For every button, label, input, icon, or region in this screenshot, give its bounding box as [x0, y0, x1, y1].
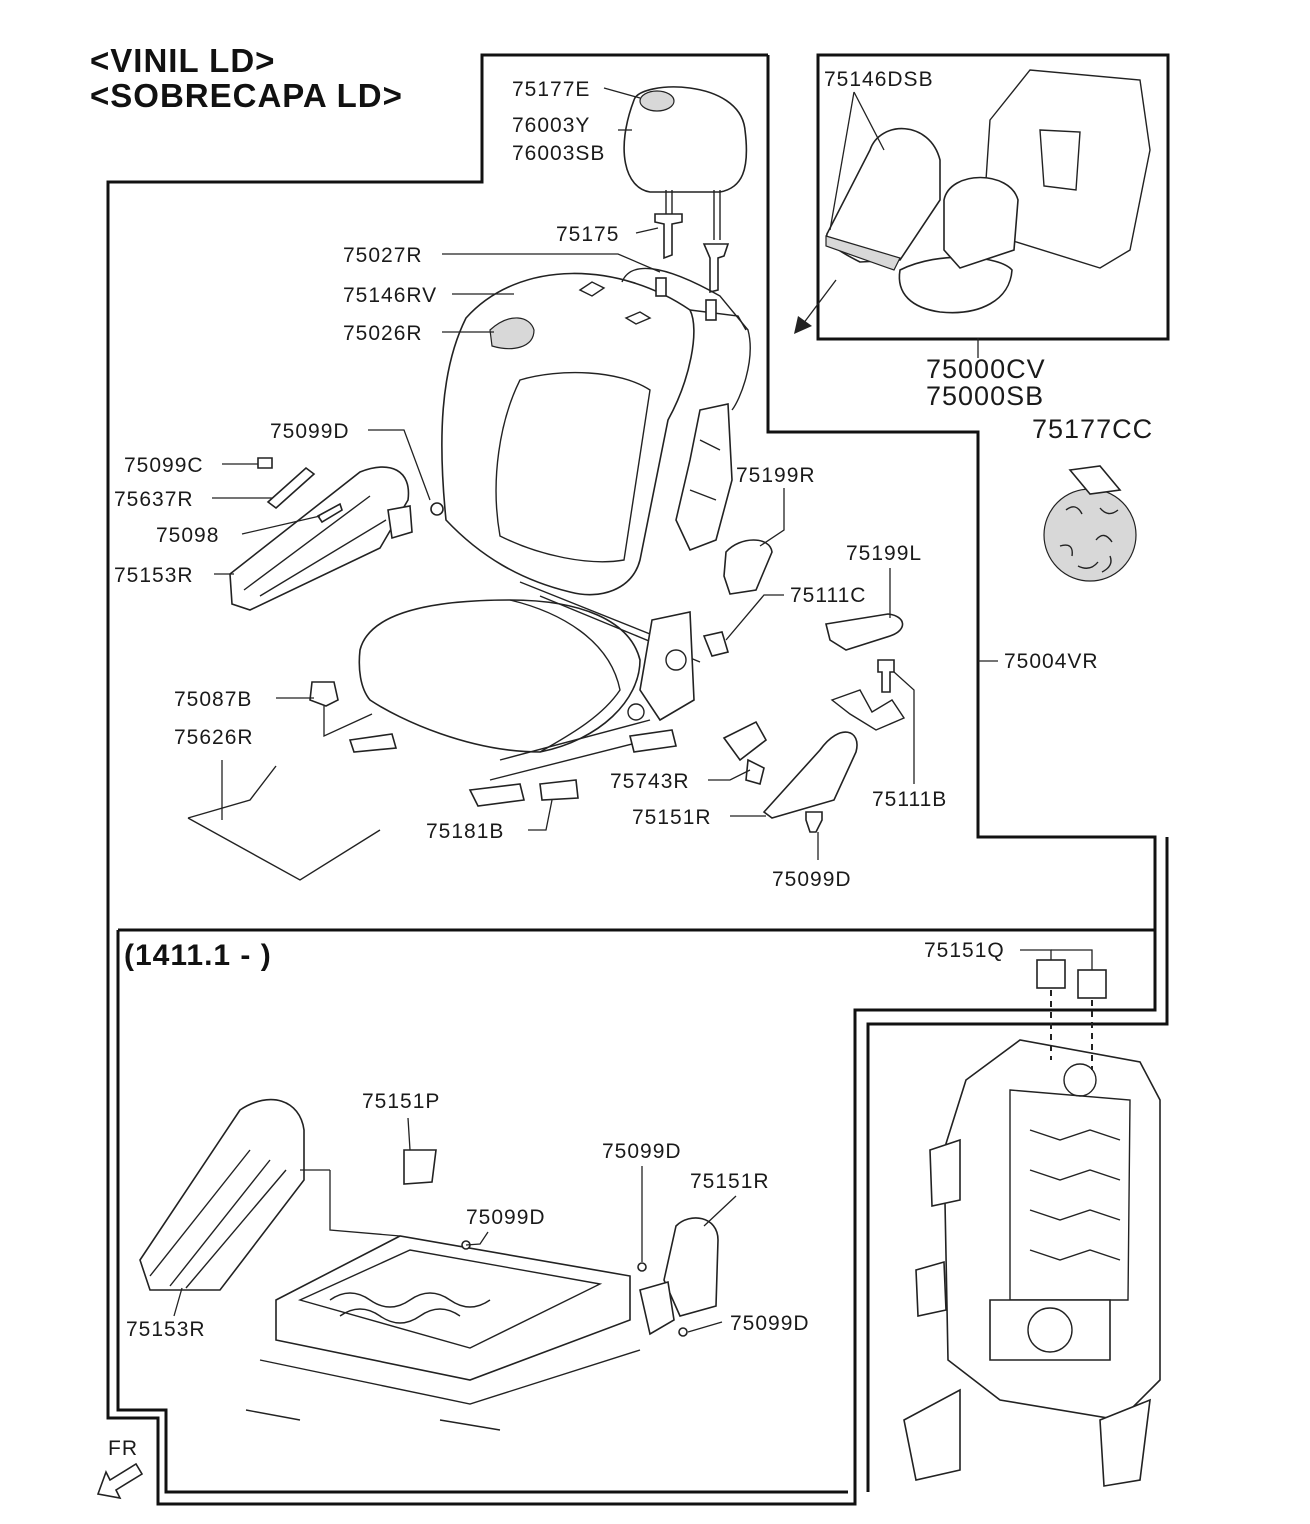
- callout-75087B: 75087B: [174, 688, 252, 711]
- header-line-1: <VINIL LD>: [90, 42, 275, 79]
- callout-75146RV: 75146RV: [343, 284, 437, 307]
- callout-75146DSB: 75146DSB: [824, 68, 934, 91]
- callout-75151Q: 75151Q: [924, 939, 1005, 962]
- callout-75099D-inset-right: 75099D: [730, 1312, 810, 1335]
- callout-75181B: 75181B: [426, 820, 504, 843]
- callout-75743R: 75743R: [610, 770, 690, 793]
- callout-75098: 75098: [156, 524, 219, 547]
- variant-label: (1411.1 - ): [124, 939, 272, 972]
- callout-76003SB: 76003SB: [512, 142, 605, 165]
- callout-75153R-inset: 75153R: [126, 1318, 206, 1341]
- callout-75637R: 75637R: [114, 488, 194, 511]
- header-line-2: <SOBRECAPA LD>: [90, 77, 403, 114]
- callout-75151R-upper: 75151R: [632, 806, 712, 829]
- callout-75626R: 75626R: [174, 726, 254, 749]
- callout-75026R: 75026R: [343, 322, 423, 345]
- tie-bag-75177CC: [1043, 465, 1137, 582]
- seat-back: [441, 267, 751, 596]
- back-frame: [903, 959, 1161, 1487]
- callout-75000CV: 75000CV: [926, 354, 1046, 384]
- leader-lines: [173, 87, 1093, 1333]
- callout-75151R-inset: 75151R: [690, 1170, 770, 1193]
- callout-75153R-upper: 75153R: [114, 564, 194, 587]
- callout-75099D-inset-center: 75099D: [466, 1206, 546, 1229]
- variant-inset-frame: [118, 928, 1157, 1010]
- front-direction-arrow: [96, 1462, 144, 1500]
- front-direction-label: FR: [108, 1437, 138, 1460]
- variant-seat-frame: [139, 1098, 719, 1431]
- callout-75111B: 75111B: [872, 788, 947, 811]
- callout-75199L: 75199L: [846, 542, 922, 565]
- callout-76003Y: 76003Y: [512, 114, 590, 137]
- callout-75000SB: 75000SB: [926, 381, 1044, 411]
- covers-75199: [723, 539, 904, 651]
- belt-buckle-and-trim: [539, 689, 906, 819]
- headrest: [623, 86, 748, 294]
- cover-set-box: [816, 53, 1170, 341]
- seat-cushion: [348, 581, 701, 807]
- callout-75199R: 75199R: [736, 464, 816, 487]
- cover-set-illustration: [794, 69, 1151, 334]
- callout-75004VR: 75004VR: [1004, 650, 1099, 673]
- main-assembly-frame: [106, 53, 1157, 1506]
- callout-75099C: 75099C: [124, 454, 204, 477]
- callout-75175: 75175: [556, 223, 619, 246]
- callout-75177CC: 75177CC: [1032, 414, 1153, 444]
- callout-75099D-inset-top: 75099D: [602, 1140, 682, 1163]
- callout-75177E: 75177E: [512, 78, 590, 101]
- callout-75151P: 75151P: [362, 1090, 440, 1113]
- callout-labels: 75177E 76003Y 76003SB 75175 75027R 75146…: [114, 68, 1153, 1341]
- callout-75099D-upper: 75099D: [270, 420, 350, 443]
- callout-75027R: 75027R: [343, 244, 423, 267]
- backframe-inset-frame: [866, 837, 1169, 1492]
- bolts: [309, 631, 895, 833]
- callout-75099D-lower: 75099D: [772, 868, 852, 891]
- side-shield-left: [229, 457, 444, 611]
- callout-75111C: 75111C: [790, 584, 866, 607]
- wire-75626R: [187, 765, 381, 881]
- variant-inset-frame-left: [116, 930, 848, 1494]
